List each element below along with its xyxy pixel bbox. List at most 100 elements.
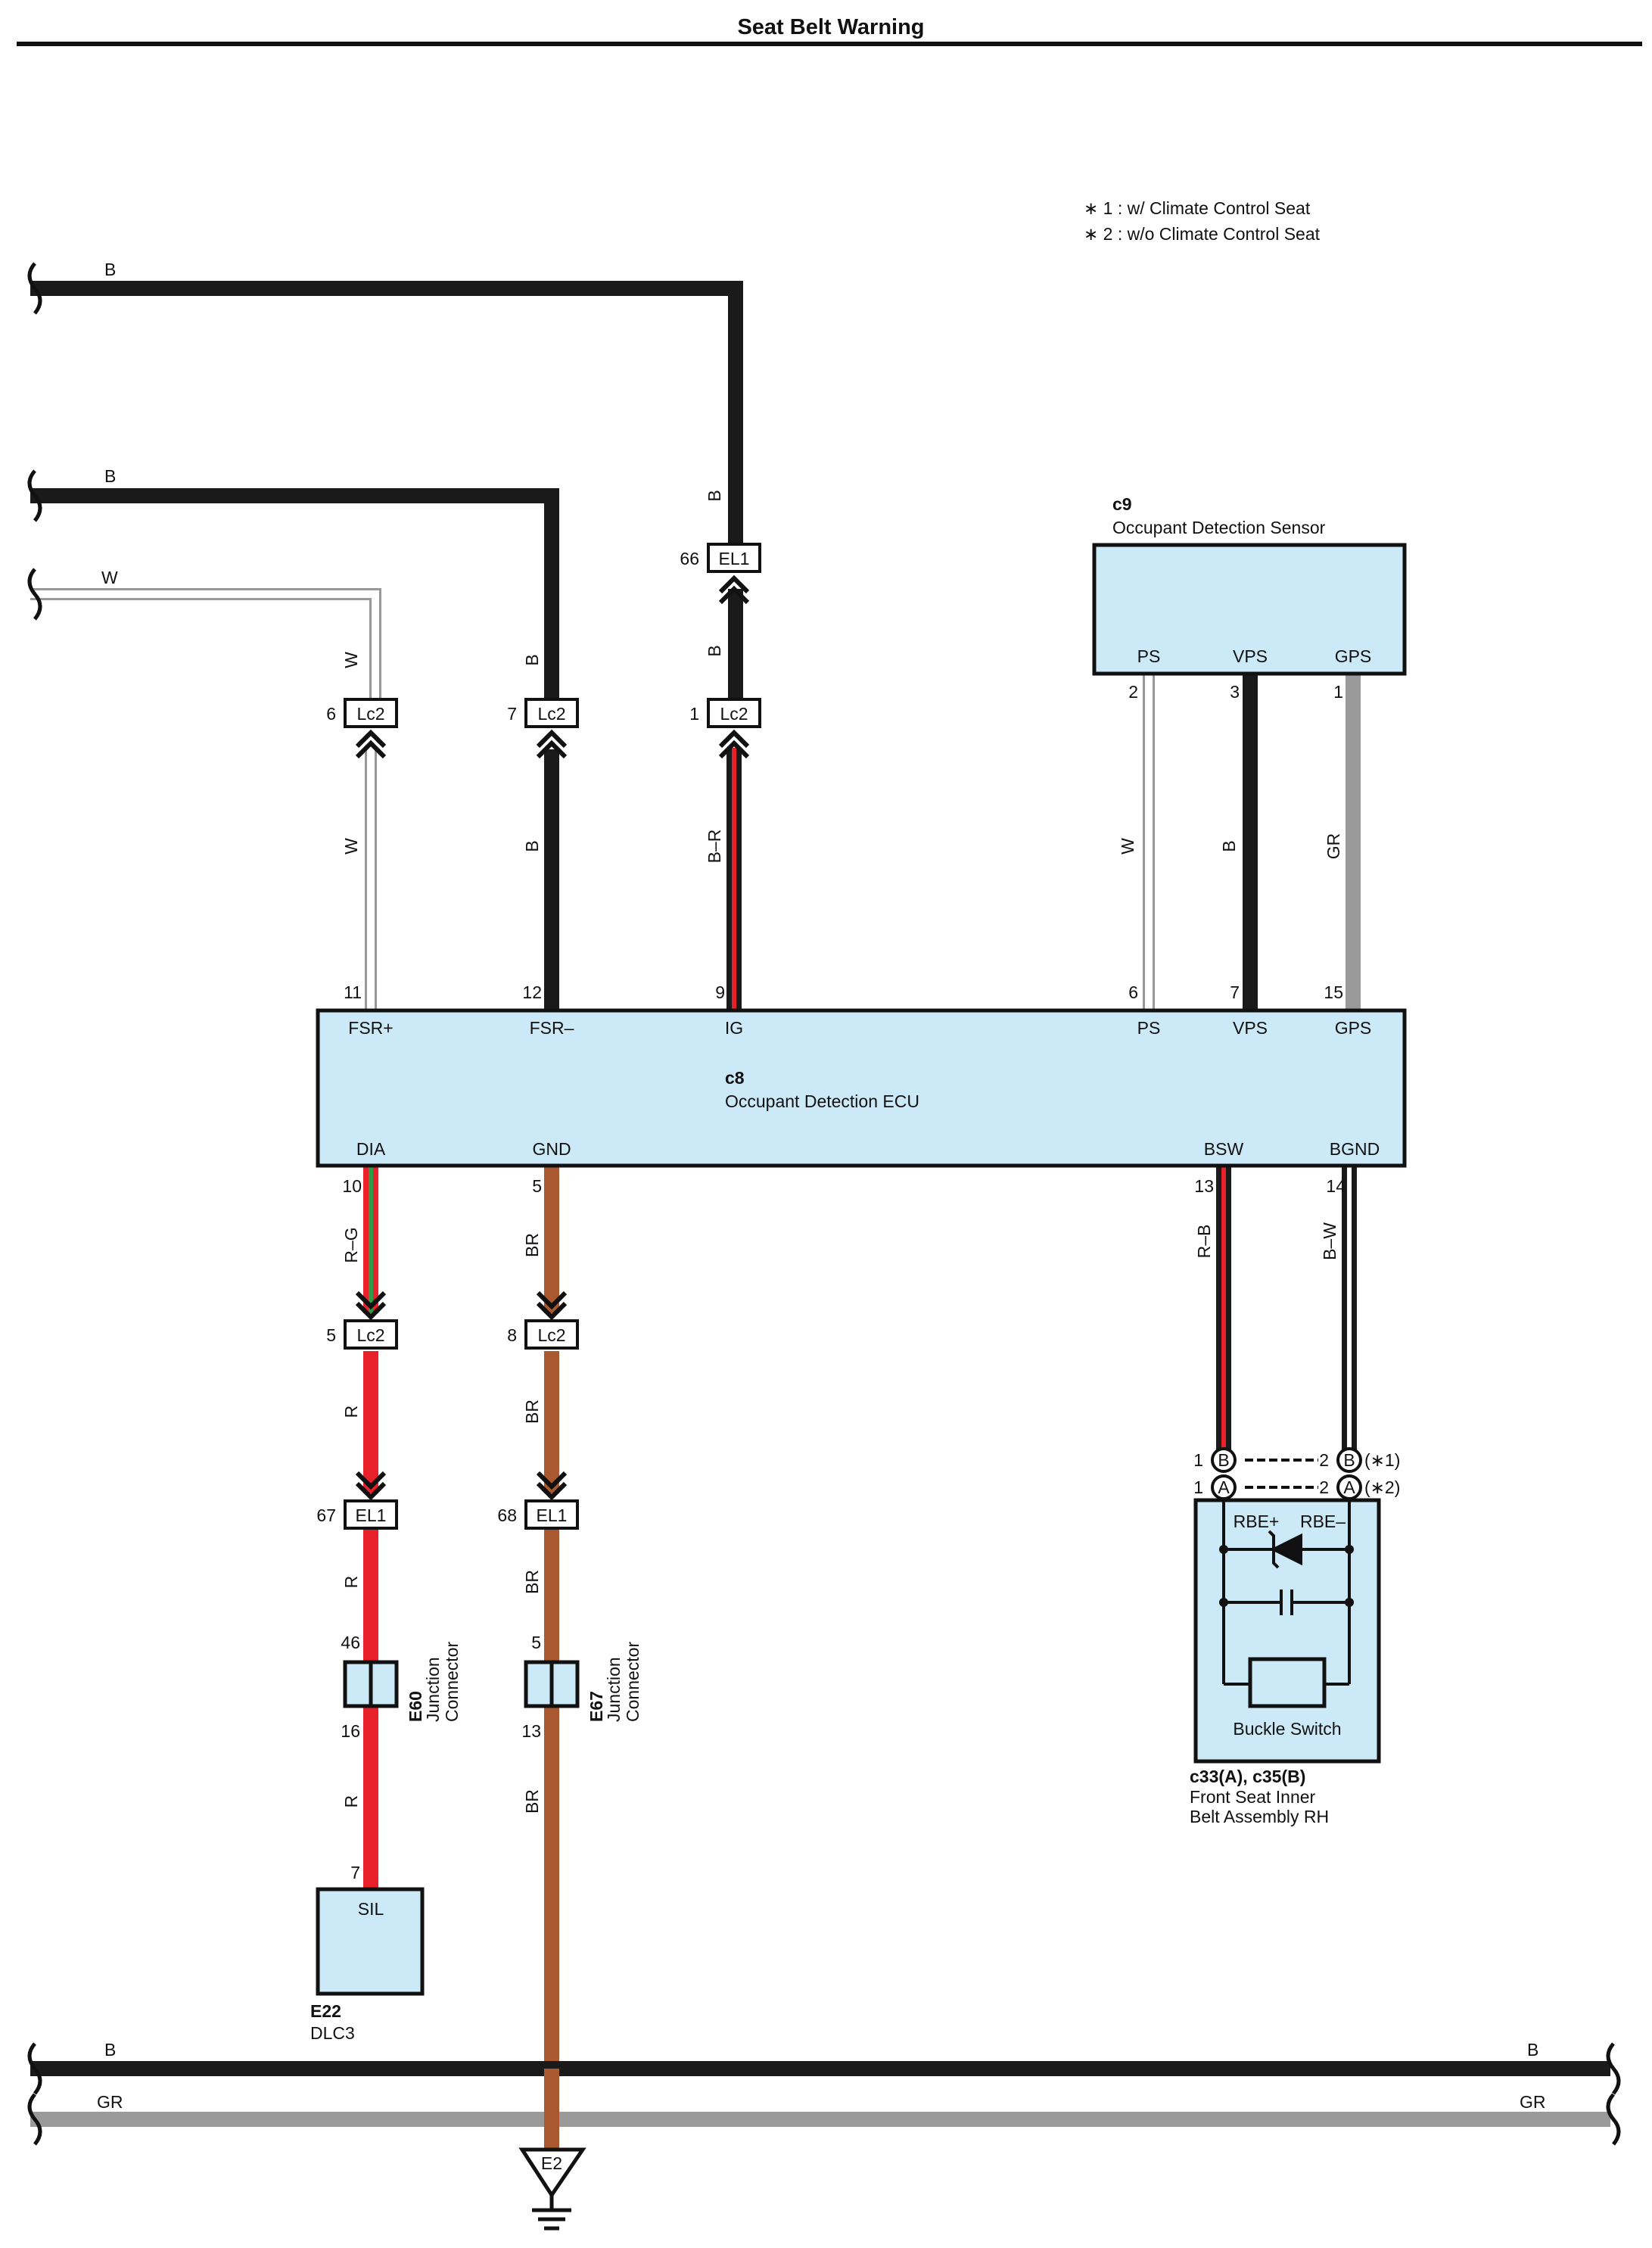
connector-lc2-8: Lc2 8 — [507, 1291, 579, 1350]
wire-label: BR — [522, 1233, 542, 1257]
pin-label: DIA — [356, 1139, 386, 1159]
connector-lc2-6: Lc2 6 — [326, 698, 398, 759]
wire-label: B — [522, 840, 542, 852]
component-name: Junction — [604, 1657, 624, 1722]
pin-label: GPS — [1335, 1018, 1372, 1038]
component-name: DLC3 — [310, 2023, 355, 2043]
wire-label: R — [341, 1406, 361, 1418]
pin-label: PS — [1137, 1018, 1161, 1038]
connector-lc2-1: Lc2 1 — [689, 698, 761, 759]
component-id: E60 — [406, 1691, 425, 1722]
switch-element — [1248, 1657, 1327, 1708]
connector-pin: 7 — [507, 704, 517, 724]
wire-label: B — [1527, 2040, 1538, 2060]
pin-label: GND — [532, 1139, 571, 1159]
connector-code: Lc2 — [537, 704, 565, 724]
pin-number: 9 — [715, 982, 725, 1002]
pin-label: GPS — [1335, 646, 1372, 666]
connector-pin: 1 — [689, 704, 699, 724]
break-mark — [27, 568, 42, 621]
wire-label: R — [341, 1576, 361, 1589]
component-id: E67 — [586, 1691, 606, 1722]
wire-label: B–R — [705, 830, 724, 864]
junction-dot — [1345, 1545, 1354, 1554]
pin-number: 5 — [531, 1633, 541, 1652]
component-name: Connector — [442, 1642, 462, 1722]
component-id: c8 — [725, 1068, 745, 1088]
wire-label: R–B — [1194, 1225, 1214, 1259]
component-name: Belt Assembly RH — [1190, 1807, 1329, 1826]
connector-el1-66: EL1 66 — [680, 543, 761, 605]
pin-label: VPS — [1233, 1018, 1268, 1038]
component-id: c9 — [1112, 494, 1132, 514]
pin-number: 11 — [344, 982, 362, 1002]
connector-el1-68: EL1 68 — [497, 1471, 579, 1530]
pin-label: BSW — [1204, 1139, 1244, 1159]
wire-label: W — [341, 652, 361, 668]
diagram-title: Seat Belt Warning — [737, 15, 924, 39]
pin-number: 16 — [341, 1721, 360, 1741]
component-e22: 7 SIL E22 DLC3 — [310, 1863, 425, 2043]
component-name: Occupant Detection ECU — [725, 1091, 919, 1111]
connector-pin: 6 — [326, 704, 336, 724]
wire-label: W — [341, 838, 361, 855]
wire-label: B — [705, 645, 724, 656]
wire-label: B — [1219, 840, 1239, 852]
component-c8: 11 12 9 6 7 15 FSR+ FSR– IG PS VPS GPS c… — [316, 982, 1407, 1196]
wire-label: B — [522, 654, 542, 665]
wire-label: GR — [97, 2092, 123, 2112]
pin-label: FSR– — [530, 1018, 574, 1038]
connector-lc2-7: Lc2 7 — [507, 698, 579, 759]
break-mark — [27, 469, 42, 522]
pin-label: PS — [1137, 646, 1161, 666]
wire-label: GR — [1520, 2092, 1546, 2112]
pin-letter: A — [1218, 1477, 1230, 1497]
pin-number: 10 — [342, 1176, 362, 1196]
pin-number: 12 — [522, 982, 542, 1002]
pin-label: SIL — [358, 1899, 384, 1919]
break-mark — [27, 2042, 42, 2095]
pin-number: 1 — [1193, 1477, 1203, 1497]
connector-lc2-5: Lc2 5 — [326, 1291, 398, 1350]
wire-top-b-fsr — [30, 488, 559, 711]
variant-note: (∗1) — [1364, 1450, 1400, 1470]
component-name: Junction — [423, 1657, 443, 1722]
pin-number: 5 — [532, 1176, 542, 1196]
connector-code: Lc2 — [720, 704, 748, 724]
wire-label: B — [705, 490, 724, 501]
connector-pin: 5 — [326, 1325, 336, 1345]
variant-note: (∗2) — [1364, 1477, 1400, 1497]
component-name: Connector — [623, 1642, 642, 1722]
pin-number: 2 — [1128, 682, 1138, 702]
ground-label: E2 — [541, 2153, 562, 2173]
wire-label: W — [1118, 838, 1137, 855]
wire-label: B — [104, 2040, 116, 2060]
connector-code: EL1 — [719, 549, 750, 568]
pin-letter: B — [1343, 1450, 1355, 1470]
component-buckle: 1 B 2 B (∗1) 1 A 2 A (∗2) RBE+ RBE– — [1190, 1447, 1400, 1826]
pin-number: 7 — [350, 1863, 360, 1882]
pin-letter: B — [1218, 1450, 1229, 1470]
component-name: Occupant Detection Sensor — [1112, 518, 1326, 537]
wire-top-b-ig — [30, 281, 743, 556]
junction-e67: 5 13 E67 Junction Connector — [521, 1633, 642, 1741]
note-1: ∗ 1 : w/ Climate Control Seat — [1084, 198, 1311, 218]
pin-number: 7 — [1230, 982, 1240, 1002]
break-mark — [27, 262, 42, 315]
wire-label: B — [104, 260, 116, 279]
connector-pin: 66 — [680, 549, 699, 568]
pin-label: IG — [725, 1018, 743, 1038]
switch-label: Buckle Switch — [1233, 1719, 1341, 1739]
note-2: ∗ 2 : w/o Climate Control Seat — [1084, 224, 1321, 244]
wire-label: BR — [522, 1570, 542, 1594]
pin-number: 1 — [1333, 682, 1343, 702]
wire-top-w-fsr — [30, 588, 381, 711]
junction-e60: 46 16 E60 Junction Connector — [341, 1633, 462, 1741]
ground-e2: E2 — [518, 2147, 586, 2231]
pin-number: 3 — [1230, 682, 1240, 702]
pin-number: 46 — [341, 1633, 360, 1652]
pin-number: 1 — [1193, 1450, 1203, 1470]
pin-label: BGND — [1330, 1139, 1380, 1159]
connector-el1-67: EL1 67 — [316, 1471, 398, 1530]
